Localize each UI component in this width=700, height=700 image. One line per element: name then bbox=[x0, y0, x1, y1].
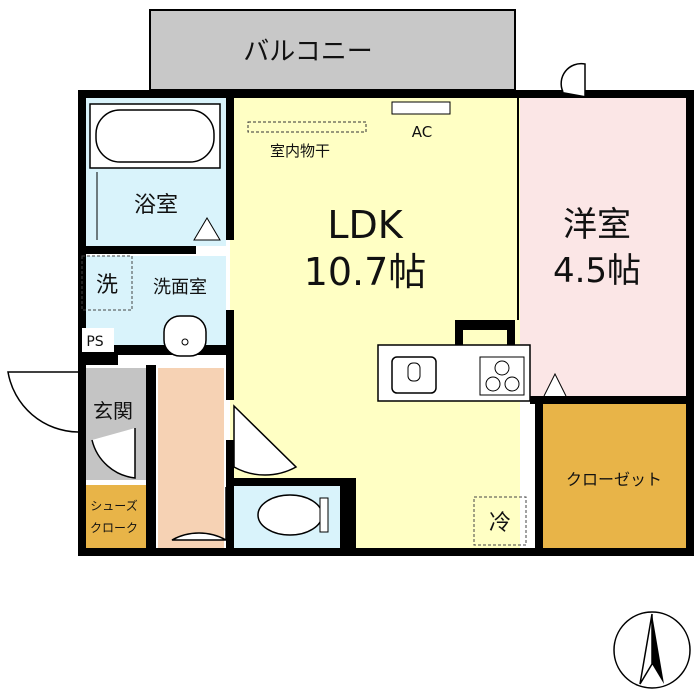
walls bbox=[78, 90, 694, 556]
hallway bbox=[158, 368, 224, 548]
balcony-label: バルコニー bbox=[243, 37, 372, 67]
western-window-door[interactable] bbox=[560, 62, 586, 96]
north-arrow-icon bbox=[613, 611, 691, 689]
shoes-closet bbox=[82, 485, 146, 548]
western-size: 4.5帖 bbox=[553, 251, 641, 291]
closet-room bbox=[542, 404, 688, 548]
ldk-size: 10.7帖 bbox=[304, 250, 427, 294]
ps-label: PS bbox=[86, 334, 103, 350]
fridge-label: 冷 bbox=[489, 511, 511, 536]
genkan-label: 玄関 bbox=[93, 399, 133, 423]
ldk-name: LDK bbox=[327, 203, 403, 247]
sink bbox=[391, 356, 437, 394]
entrance-door[interactable] bbox=[7, 371, 79, 433]
bath-label: 浴室 bbox=[134, 193, 178, 218]
closet-label: クローゼット bbox=[566, 470, 662, 489]
indoor-drying-label: 室内物干 bbox=[270, 142, 330, 160]
washer-label: 洗 bbox=[96, 273, 118, 298]
shoes-closet-label-2: クローク bbox=[90, 521, 138, 535]
western-name: 洋室 bbox=[563, 205, 631, 245]
ps-box bbox=[82, 328, 114, 352]
washbasin bbox=[163, 315, 207, 357]
stove bbox=[479, 356, 525, 396]
indoor-drying-rod bbox=[247, 121, 367, 133]
western-room bbox=[520, 96, 688, 396]
balcony bbox=[149, 9, 516, 91]
air-conditioner bbox=[391, 101, 451, 115]
washroom-label: 洗面室 bbox=[153, 277, 207, 298]
ac-label: AC bbox=[412, 123, 432, 141]
toilet bbox=[257, 494, 323, 536]
genkan-door[interactable] bbox=[91, 428, 136, 479]
shoes-closet-label-1: シューズ bbox=[90, 498, 137, 513]
toilet-door[interactable] bbox=[171, 487, 227, 542]
fridge-space bbox=[473, 496, 527, 546]
washer-pan bbox=[81, 255, 133, 311]
ldk-door[interactable] bbox=[233, 404, 298, 476]
